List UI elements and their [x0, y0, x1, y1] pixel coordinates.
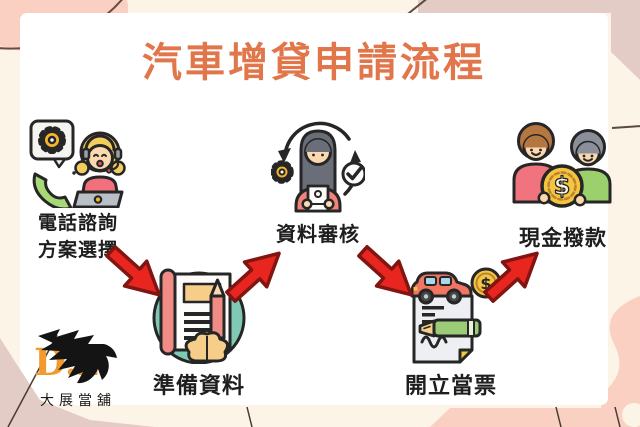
flow-arrow-1 [94, 232, 177, 313]
step-label: 開立當票 [404, 374, 497, 399]
reviewer-check-gear-icon [271, 121, 365, 213]
decor-tick-3 [614, 406, 621, 427]
company-logo: D.z 大展當舖 [24, 324, 132, 412]
flow-arrow-3 [346, 232, 429, 313]
step-prepare-documents: 準備資料 [140, 268, 258, 400]
flow-arrow-4 [472, 234, 555, 315]
arrow-up-right-icon [225, 251, 281, 303]
decor-line-right [611, 125, 640, 129]
arrow-down-right-icon [357, 245, 413, 297]
step-issue-pawn-ticket: $ 開立當票 [394, 266, 508, 400]
arrow-down-right-icon [105, 245, 161, 297]
step-label: 資料審核 [276, 222, 360, 246]
step-document-review: 資料審核 [266, 112, 370, 247]
band-bottom-right [430, 408, 640, 427]
page-title: 汽車增貸申請流程 [142, 40, 486, 86]
arrow-up-right-icon [483, 251, 539, 303]
band-top-right [418, 0, 640, 13]
people-gold-coin-icon: $ [512, 122, 612, 208]
logo-company-name: 大展當舖 [40, 393, 116, 409]
car-contract-coin-icon: $ [410, 267, 502, 364]
decor-tick-1 [246, 406, 253, 427]
dollar-sign: $ [554, 172, 571, 200]
blob-right-top [611, 0, 640, 80]
step-label-line: 電話諮詢 [37, 212, 118, 234]
step-label: 電話諮詢 方案選擇 [38, 210, 118, 264]
step-label-line: 方案選擇 [37, 239, 118, 261]
flow-arrow-2 [214, 234, 297, 315]
decor-circle-bottom [622, 403, 640, 427]
step-cash-disbursement: $ 現金撥款 [502, 120, 624, 252]
step-phone-consultation: 電話諮詢 方案選擇 [22, 118, 134, 264]
scroll-pencil-brain-icon [152, 268, 246, 364]
dollar-sign: $ [480, 274, 491, 293]
decor-tick-2 [555, 406, 562, 427]
eagle-icon [38, 329, 117, 384]
step-label: 現金撥款 [519, 226, 607, 250]
support-agent-phone-icon [29, 119, 126, 208]
step-label: 準備資料 [152, 374, 245, 399]
blob-right-bottom [600, 296, 640, 427]
